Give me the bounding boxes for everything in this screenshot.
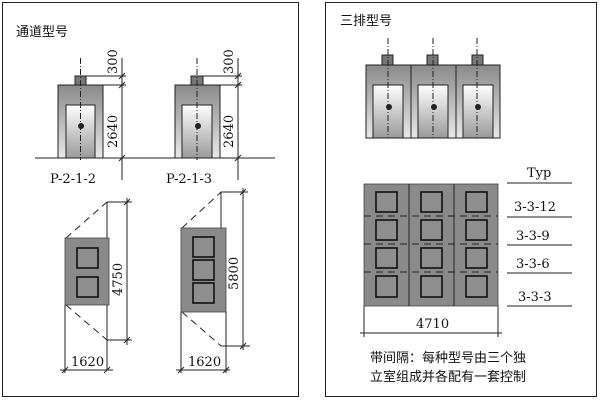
- dim-width: 1620: [188, 355, 221, 370]
- dim-width: 1620: [71, 355, 104, 370]
- caption-line-2: 立室组成并各配有一套控制: [370, 369, 526, 385]
- elevation-p-2-1-3: 300 2640 P-2-1-3: [166, 49, 242, 187]
- plan-p-2-1-2: 4750 1620: [60, 198, 132, 374]
- panel-title: 三排型号: [340, 14, 392, 29]
- dim-depth: 5800: [227, 257, 242, 290]
- caption-line-1: 带间隔：每种型号由三个独: [370, 350, 526, 366]
- model-label: P-2-1-2: [50, 172, 96, 187]
- right-panel: 三排型号: [325, 2, 597, 397]
- panel-border: [325, 2, 597, 397]
- type-row: 3-3-3: [518, 290, 552, 305]
- dim-depth: 4750: [111, 263, 126, 296]
- dim-width: 4710: [416, 317, 449, 332]
- panel-border: [2, 2, 299, 397]
- type-table: Typ 3-3-12 3-3-9 3-3-6 3-3-3: [507, 166, 572, 307]
- type-row: 3-3-9: [516, 229, 550, 244]
- dim-top: 300: [222, 49, 237, 74]
- plan-three-row: 4710: [360, 183, 502, 337]
- type-row: 3-3-6: [516, 257, 550, 272]
- dim-height: 2640: [106, 115, 121, 148]
- plan-p-2-1-3: 5800 1620: [176, 188, 250, 374]
- elevation-three-row: [365, 38, 501, 139]
- left-panel: 通道型号 300 2640 P-2-1-2: [2, 2, 299, 397]
- type-row: 3-3-12: [514, 200, 556, 215]
- model-label: P-2-1-3: [166, 172, 212, 187]
- elevation-p-2-1-2: 300 2640 P-2-1-2: [50, 49, 126, 187]
- dim-top: 300: [106, 49, 121, 74]
- panel-title: 通道型号: [16, 25, 68, 40]
- dim-height: 2640: [222, 115, 237, 148]
- table-header: Typ: [527, 166, 551, 181]
